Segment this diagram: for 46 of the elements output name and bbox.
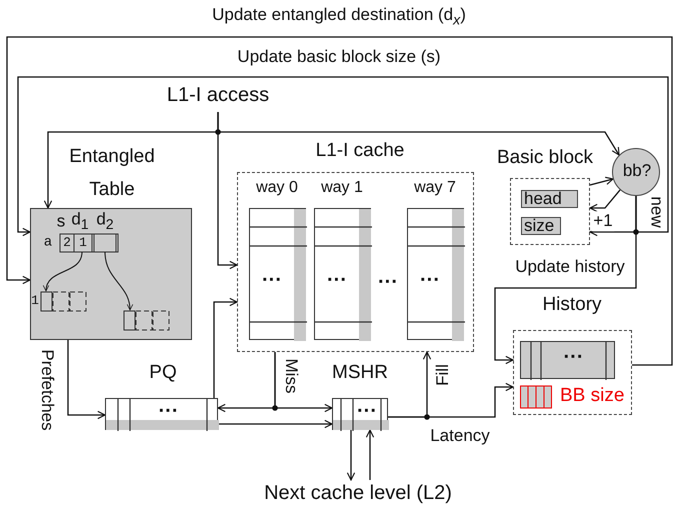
way-label: way 0 (255, 178, 299, 198)
ellipsis-text: ··· (326, 269, 348, 292)
connector-arrow (590, 176, 614, 186)
column-header: d$_{1}$ (71, 210, 89, 234)
field-label: head (524, 189, 562, 209)
edge-label: Update basic block size (s) (236, 47, 442, 67)
connector-arrow (17, 76, 669, 236)
connector-arrow (6, 36, 673, 366)
group-title: Basic block (496, 147, 594, 170)
connector-arrow (388, 382, 514, 418)
way-label: way 1 (320, 178, 364, 198)
legend-text: BB size (560, 385, 624, 407)
row-tag: a (44, 235, 52, 251)
connector-arrow (213, 298, 238, 398)
field-label: size (524, 216, 554, 236)
connector-arrow (274, 352, 333, 412)
ellipsis-text: ··· (158, 400, 180, 423)
connector-arrow (67, 340, 106, 420)
text-label: L1-I access (166, 84, 270, 107)
table-title: Entangled Table (68, 145, 156, 202)
connector-arrow (366, 429, 374, 480)
cell-value: 1 (79, 236, 87, 250)
connector-arrow (217, 112, 620, 156)
ellipsis-text: ··· (378, 271, 398, 293)
group-title: L1-I cache (314, 140, 406, 163)
column-header: d$_{2}$ (96, 210, 114, 234)
connector-arrow (589, 196, 637, 236)
edge-label: Update entangled destination (d$_{x}$) (211, 5, 467, 29)
ellipsis-text: ··· (356, 400, 378, 423)
column-header: s (56, 212, 66, 232)
text-label: Next cache level (L2) (263, 482, 453, 505)
row-tag: 1 (31, 294, 39, 308)
edge-label: +1 (591, 211, 615, 231)
queue-title: PQ (148, 362, 178, 385)
connector-arrow (218, 420, 333, 428)
connector-arrow (589, 190, 621, 212)
decision-label: bb? (622, 161, 652, 181)
ellipsis-text: ··· (562, 346, 584, 369)
queue-title: MSHR (331, 362, 389, 385)
ellipsis-text: ··· (419, 269, 441, 292)
cell-value: 2 (63, 236, 71, 250)
group-title: History (541, 294, 603, 317)
ellipsis-text: ··· (261, 269, 283, 292)
way-label: way 7 (413, 178, 457, 198)
connector-arrow (346, 430, 356, 481)
edge-note: new (646, 196, 666, 228)
